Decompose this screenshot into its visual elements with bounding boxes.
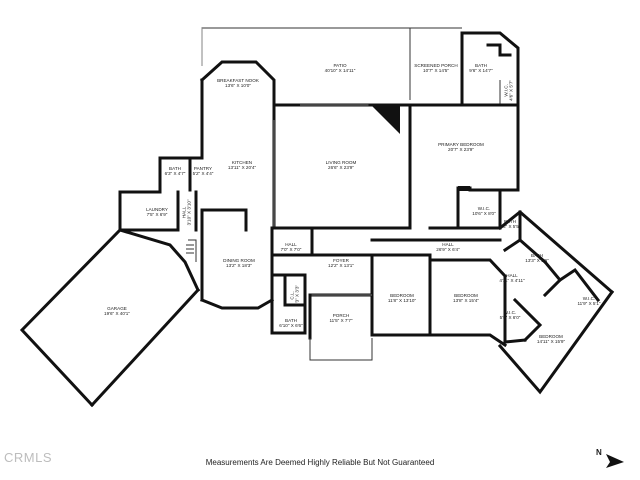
room-label-wic-bed2: W.I.C.5'5" X 6'0"	[499, 310, 521, 321]
primary-bedroom-walls	[408, 103, 520, 230]
west-wing-walls	[118, 156, 204, 262]
room-label-closet-foyer: C.L.3'3" X 3'3"	[289, 284, 300, 306]
compass-label: N	[596, 448, 602, 457]
compass-arrow	[606, 454, 624, 468]
watermark-logo: CRMLS	[4, 450, 53, 465]
sw-bath-walls	[270, 273, 307, 335]
room-label-wic-primary: W.I.C.10'6" X 8'0"	[472, 206, 496, 217]
stairs	[186, 244, 194, 254]
garage-walls	[19, 227, 201, 408]
north-arrow-icon: N	[596, 448, 626, 470]
disclaimer-note: Measurements Are Deemed Highly Reliable …	[205, 458, 435, 467]
room-label-wic-ne: W.I.C.4'6" X 5'7"	[503, 79, 514, 101]
patio-outline	[201, 27, 411, 100]
porch-walls	[309, 338, 373, 361]
kitchen-dining-walls	[200, 208, 275, 310]
main-walls	[272, 103, 412, 230]
bedroom-walls	[370, 238, 508, 348]
east-wing-walls	[497, 210, 615, 395]
foyer-walls	[270, 226, 374, 340]
breakfast-nook-walls	[199, 60, 276, 160]
room-label-wic-se: W.I.C.11'9" X 5'1"	[577, 296, 601, 307]
